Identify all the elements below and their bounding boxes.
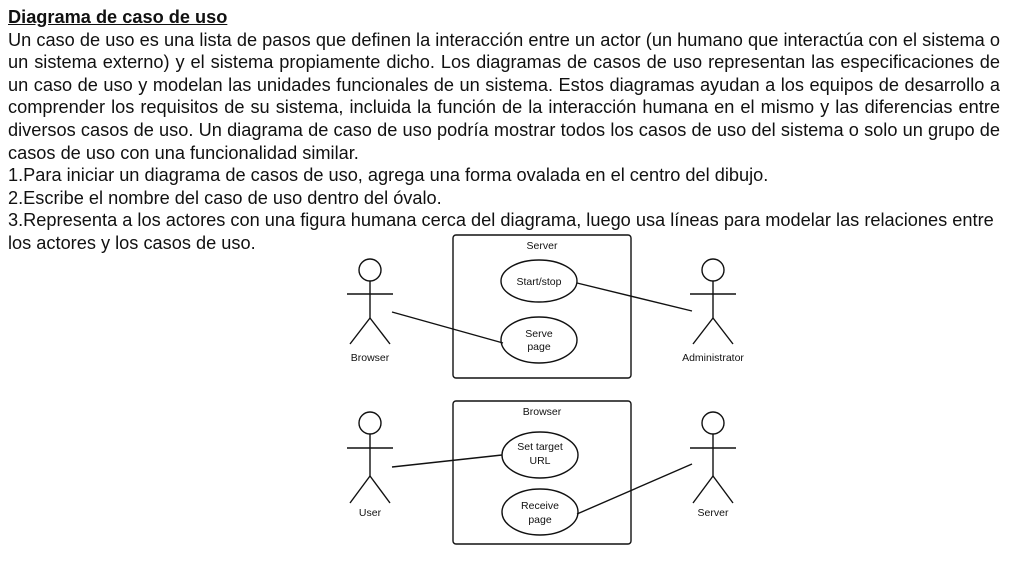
actor-server-label: Server <box>698 507 729 519</box>
actor-administrator <box>690 258 736 345</box>
use-case-set-target-url-label-line2: URL <box>529 455 550 467</box>
use-case-set-target-url-label-line1: Set target <box>517 441 563 453</box>
diagram-browser: Browser Set target URL Receive page User… <box>347 400 736 545</box>
actor-administrator-label: Administrator <box>682 352 744 364</box>
step-1: 1.Para iniciar un diagrama de casos de u… <box>8 165 769 186</box>
system-boundary-server <box>452 234 632 379</box>
page-title: Diagrama de caso de uso <box>8 7 228 27</box>
system-boundary-browser <box>452 400 632 545</box>
actor-server <box>690 411 736 504</box>
association-user-set-target-url <box>391 454 503 468</box>
actor-user <box>347 411 393 504</box>
actor-browser-label: Browser <box>351 352 390 364</box>
use-case-serve-page-label-line1: Serve <box>525 328 553 340</box>
intro-paragraph: Un caso de uso es una lista de pasos que… <box>8 29 1000 163</box>
use-case-serve-page <box>500 316 578 364</box>
use-case-receive-page-label-line1: Receive <box>521 500 559 512</box>
actor-user-label: User <box>359 507 382 519</box>
system-label-browser: Browser <box>523 406 562 418</box>
association-server-receive-page <box>576 463 693 515</box>
explanation-text: Diagrama de caso de uso Un caso de uso e… <box>8 6 1000 255</box>
association-administrator-start-stop <box>576 282 693 312</box>
system-label-server: Server <box>527 240 558 252</box>
step-2: 2.Escribe el nombre del caso de uso dent… <box>8 187 442 208</box>
use-case-receive-page-label-line2: page <box>528 514 552 526</box>
step-3: 3.Representa a los actores con una figur… <box>8 210 994 253</box>
actor-browser <box>347 258 393 345</box>
diagram-server: Server Start/stop Serve page Browser Adm… <box>347 234 744 379</box>
use-case-receive-page <box>501 488 579 536</box>
use-case-start-stop <box>500 259 578 303</box>
use-case-start-stop-label: Start/stop <box>517 276 562 288</box>
association-browser-serve-page <box>391 311 504 344</box>
use-case-serve-page-label-line2: page <box>527 341 551 353</box>
